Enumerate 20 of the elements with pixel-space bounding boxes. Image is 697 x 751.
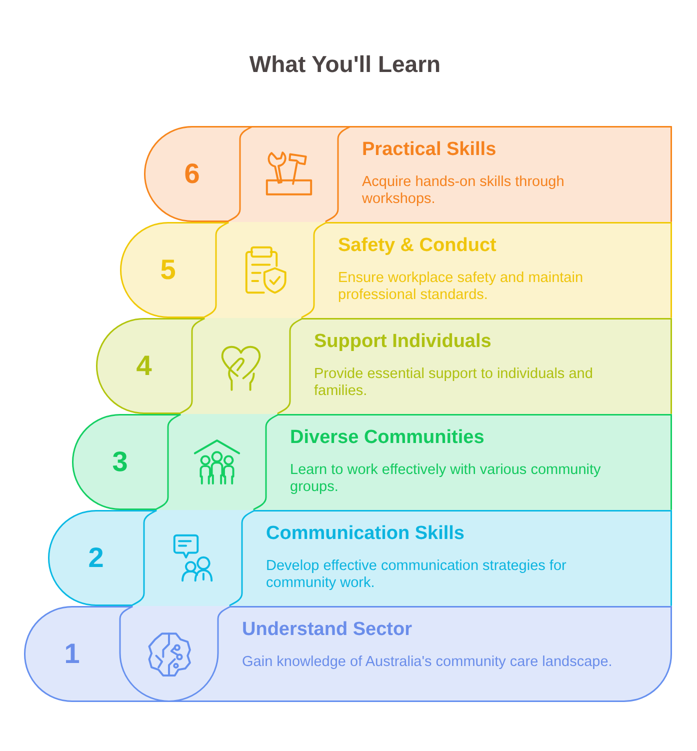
step-number: 6: [184, 158, 200, 190]
step-number: 4: [136, 350, 152, 382]
step-heading: Practical Skills: [362, 139, 496, 161]
step-heading: Diverse Communities: [290, 427, 484, 449]
step-description: Provide essential support to individuals and families.: [314, 366, 594, 400]
step-number: 1: [64, 638, 80, 670]
step-band: [24, 606, 672, 702]
step-heading: Communication Skills: [266, 523, 464, 545]
step-number: 3: [112, 446, 128, 478]
step-description: Acquire hands-on skills through workshops.: [362, 174, 566, 208]
step-description: Learn to work effectively with various community groups.: [290, 462, 602, 496]
step-description: Develop effective communication strategies for community work.: [266, 558, 568, 592]
diagram-title: What You'll Learn: [249, 50, 441, 78]
step-number: 2: [88, 542, 104, 574]
step-heading: Support Individuals: [314, 331, 492, 353]
step-heading: Understand Sector: [242, 619, 412, 641]
step-description: Ensure workplace safety and maintain professional standards.: [338, 270, 584, 304]
step-heading: Safety & Conduct: [338, 235, 496, 257]
step-number: 5: [160, 254, 176, 286]
step-description: Gain knowledge of Australia's community care landscape.: [242, 654, 612, 671]
